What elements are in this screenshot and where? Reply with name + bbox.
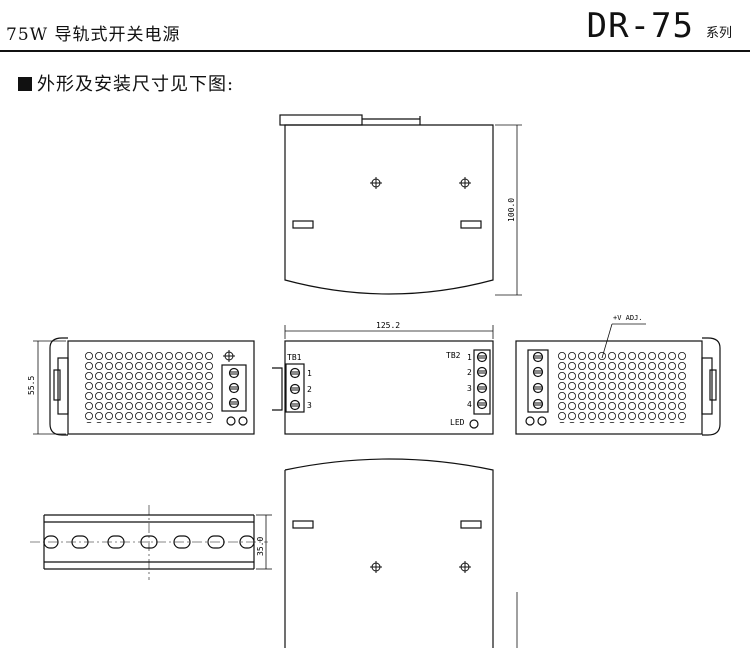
dim-depth-label: 55.5 bbox=[27, 376, 36, 395]
bottom-view bbox=[284, 458, 518, 648]
tb2-label: TB2 bbox=[446, 351, 461, 360]
din-rail-view bbox=[30, 505, 272, 580]
dim-height-label: 100.0 bbox=[507, 198, 516, 222]
model-number: DR-75 bbox=[586, 6, 694, 46]
tb1-pin-2: 2 bbox=[307, 385, 312, 394]
model-heading: DR-75 系列 bbox=[587, 6, 732, 46]
tb1-pin-3: 3 bbox=[307, 401, 312, 410]
front-view bbox=[272, 325, 494, 435]
top-view bbox=[279, 114, 522, 296]
series-label: 系列 bbox=[705, 26, 732, 41]
bullet-square-icon bbox=[18, 77, 32, 91]
tb2-pin-1: 1 bbox=[467, 353, 472, 362]
tb2-pin-2: 2 bbox=[467, 368, 472, 377]
left-side-view bbox=[33, 337, 255, 436]
header-rule bbox=[0, 50, 750, 52]
dim-length-label: 125.2 bbox=[376, 321, 400, 330]
section-caption: 外形及安装尺寸见下图: bbox=[18, 70, 234, 96]
led-label: LED bbox=[450, 418, 465, 427]
tb1-label: TB1 bbox=[287, 353, 302, 362]
document-title: 75W 导轨式开关电源 bbox=[6, 25, 181, 45]
tb2-pin-3: 3 bbox=[467, 384, 472, 393]
vadj-label: +V ADJ. bbox=[613, 314, 643, 322]
tb2-pin-4: 4 bbox=[467, 400, 472, 409]
tb1-pin-1: 1 bbox=[307, 369, 312, 378]
right-side-view bbox=[515, 323, 721, 436]
caption-text: 外形及安装尺寸见下图: bbox=[37, 74, 235, 95]
dim-rail-label: 35.0 bbox=[256, 537, 265, 556]
